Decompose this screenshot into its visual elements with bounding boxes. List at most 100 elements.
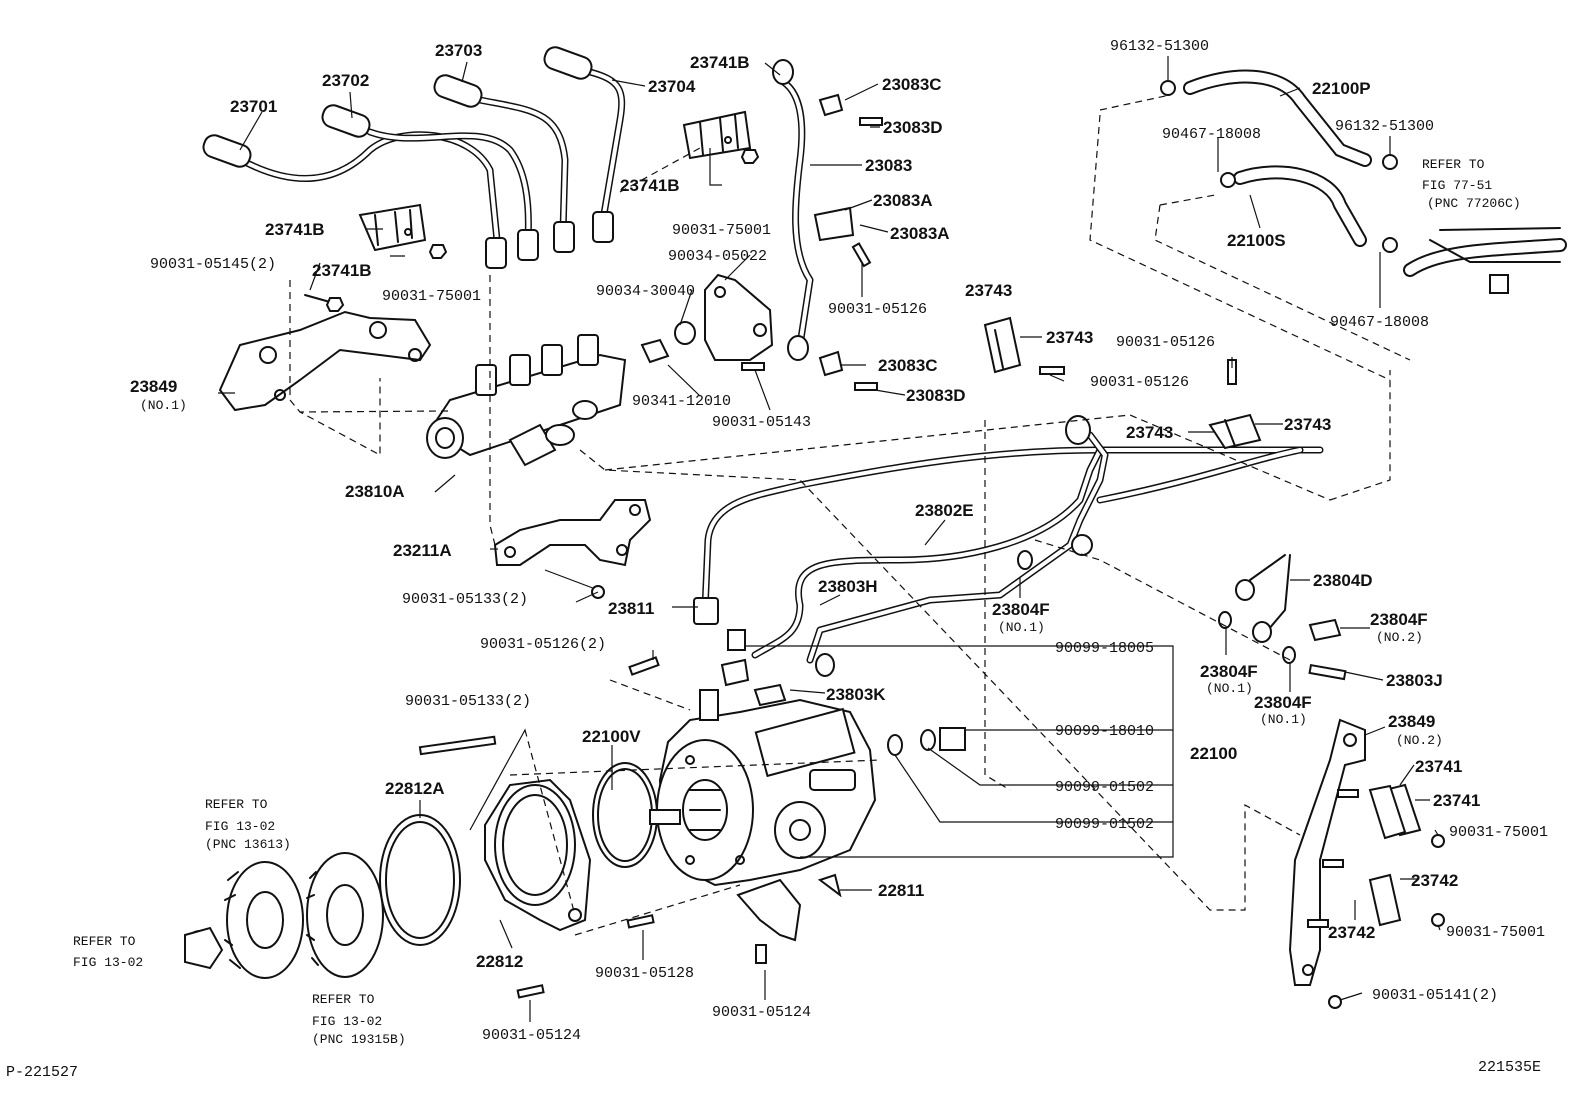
gear-and-flange (184, 762, 658, 979)
label-refer-19315B-line3: (PNC 19315B) (312, 1032, 406, 1047)
label-23802E: 23802E (915, 501, 974, 520)
label-23083A-a: 23083A (873, 191, 933, 210)
label-90341-12010: 90341-12010 (632, 393, 731, 410)
label-23849-no1-sub: (NO.1) (140, 398, 187, 413)
label-23743-a: 23743 (965, 281, 1012, 300)
label-22100: 22100 (1190, 744, 1237, 763)
label-90031-75001-mid: 90031-75001 (672, 222, 771, 239)
leader-lines (218, 56, 1441, 1022)
label-90031-05126-c: 90031-05126 (1090, 374, 1189, 391)
label-refer-7751-line2: FIG 77-51 (1422, 178, 1492, 193)
label-23742-b: 23742 (1328, 923, 1375, 942)
label-96132-51300-a: 96132-51300 (1110, 38, 1209, 55)
bracket-23849-no2 (1288, 718, 1445, 1009)
label-23083A-b: 23083A (890, 224, 950, 243)
label-23804F-c-sub: (NO.1) (1206, 681, 1253, 696)
label-23849-no2: 23849 (1388, 712, 1435, 731)
label-23083C-b: 23083C (878, 356, 938, 375)
label-23741B-left: 23741B (265, 220, 325, 239)
label-90099-01502-b: 90099-01502 (1055, 816, 1154, 833)
label-refer-13613-line1: REFER TO (205, 797, 268, 812)
label-23083D-b: 23083D (906, 386, 966, 405)
bracket-23211A (493, 499, 652, 599)
label-90031-05124-a: 90031-05124 (712, 1004, 811, 1021)
figure-code: 221535E (1478, 1059, 1541, 1076)
label-23804F-b-sub: (NO.2) (1376, 630, 1423, 645)
label-23741B-top: 23741B (690, 53, 750, 72)
hoses-22100P-22100S (1160, 69, 1567, 294)
label-22100P: 22100P (1312, 79, 1371, 98)
label-90031-05133-a: 90031-05133(2) (402, 591, 528, 608)
label-90467-18008-b: 90467-18008 (1330, 314, 1429, 331)
fuel-pipes-right (693, 415, 1347, 681)
label-23849-no1: 23849 (130, 377, 177, 396)
common-rail (426, 334, 627, 467)
label-96132-51300-b: 96132-51300 (1335, 118, 1434, 135)
label-22100V: 22100V (582, 727, 641, 746)
label-23804F-d-sub: (NO.1) (1260, 712, 1307, 727)
label-refer-19315B-line1: REFER TO (312, 992, 375, 1007)
label-23701: 23701 (230, 97, 277, 116)
label-23743-d: 23743 (1284, 415, 1331, 434)
label-23743-b: 23743 (1046, 328, 1093, 347)
label-90031-75001-left: 90031-75001 (382, 288, 481, 305)
supply-pump-22100 (649, 689, 877, 887)
label-23083: 23083 (865, 156, 912, 175)
label-23849-no2-sub: (NO.2) (1396, 733, 1443, 748)
label-23702: 23702 (322, 71, 369, 90)
label-90099-01502-a: 90099-01502 (1055, 779, 1154, 796)
label-90031-05133-b: 90031-05133(2) (405, 693, 531, 710)
clamps-upper-left (358, 110, 760, 259)
label-90031-05124-b: 90031-05124 (482, 1027, 581, 1044)
label-22100S: 22100S (1227, 231, 1286, 250)
label-90099-18005: 90099-18005 (1055, 640, 1154, 657)
label-90031-05128: 90031-05128 (595, 965, 694, 982)
label-23804F-a-sub: (NO.1) (998, 620, 1045, 635)
label-90031-75001-c: 90031-75001 (1449, 824, 1548, 841)
part-labels: 23701 23702 23703 23704 23741B 23741B 23… (6, 38, 1548, 1081)
bracket-23849-no1 (218, 294, 432, 412)
label-22812A: 22812A (385, 779, 445, 798)
label-23810A: 23810A (345, 482, 405, 501)
label-23083D-a: 23083D (883, 118, 943, 137)
label-23741B-lower: 23741B (312, 261, 372, 280)
clamps-23743 (983, 316, 1262, 450)
label-23741-a: 23741 (1415, 757, 1462, 776)
label-23083C-a: 23083C (882, 75, 942, 94)
label-refer-13613-line2: FIG 13-02 (205, 819, 275, 834)
label-90031-75001-d: 90031-75001 (1446, 924, 1545, 941)
label-22812: 22812 (476, 952, 523, 971)
label-23804F-c: 23804F (1200, 662, 1258, 681)
label-refer-1302-line1: REFER TO (73, 934, 136, 949)
label-23803H: 23803H (818, 577, 878, 596)
label-23741B-mid: 23741B (620, 176, 680, 195)
label-23211A: 23211A (393, 541, 452, 560)
label-90031-05126-b: 90031-05126 (1116, 334, 1215, 351)
label-90034-30040: 90034-30040 (596, 283, 695, 300)
page-code: P-221527 (6, 1064, 78, 1081)
label-90031-05126-2: 90031-05126(2) (480, 636, 606, 653)
label-23804F-a: 23804F (992, 600, 1050, 619)
label-refer-19315B-line2: FIG 13-02 (312, 1014, 382, 1029)
label-23741-b: 23741 (1433, 791, 1480, 810)
label-23804F-b: 23804F (1370, 610, 1428, 629)
label-23804D: 23804D (1313, 571, 1373, 590)
label-23804F-d: 23804F (1254, 693, 1312, 712)
pipe-23083-and-clamps (640, 59, 883, 391)
pump-fittings (418, 629, 966, 999)
label-90034-05022: 90034-05022 (668, 248, 767, 265)
label-90031-05126-a: 90031-05126 (828, 301, 927, 318)
label-90099-18010: 90099-18010 (1055, 723, 1154, 740)
label-23704: 23704 (648, 77, 696, 96)
label-90031-05143: 90031-05143 (712, 414, 811, 431)
label-23811: 23811 (608, 599, 654, 618)
label-90467-18008-a: 90467-18008 (1162, 126, 1261, 143)
label-refer-1302-line2: FIG 13-02 (73, 955, 143, 970)
label-22811: 22811 (878, 881, 924, 900)
label-23803J: 23803J (1386, 671, 1443, 690)
label-90031-05141: 90031-05141(2) (1372, 987, 1498, 1004)
label-23703: 23703 (435, 41, 482, 60)
label-90031-05145: 90031-05145(2) (150, 256, 276, 273)
label-refer-13613-line3: (PNC 13613) (205, 837, 291, 852)
